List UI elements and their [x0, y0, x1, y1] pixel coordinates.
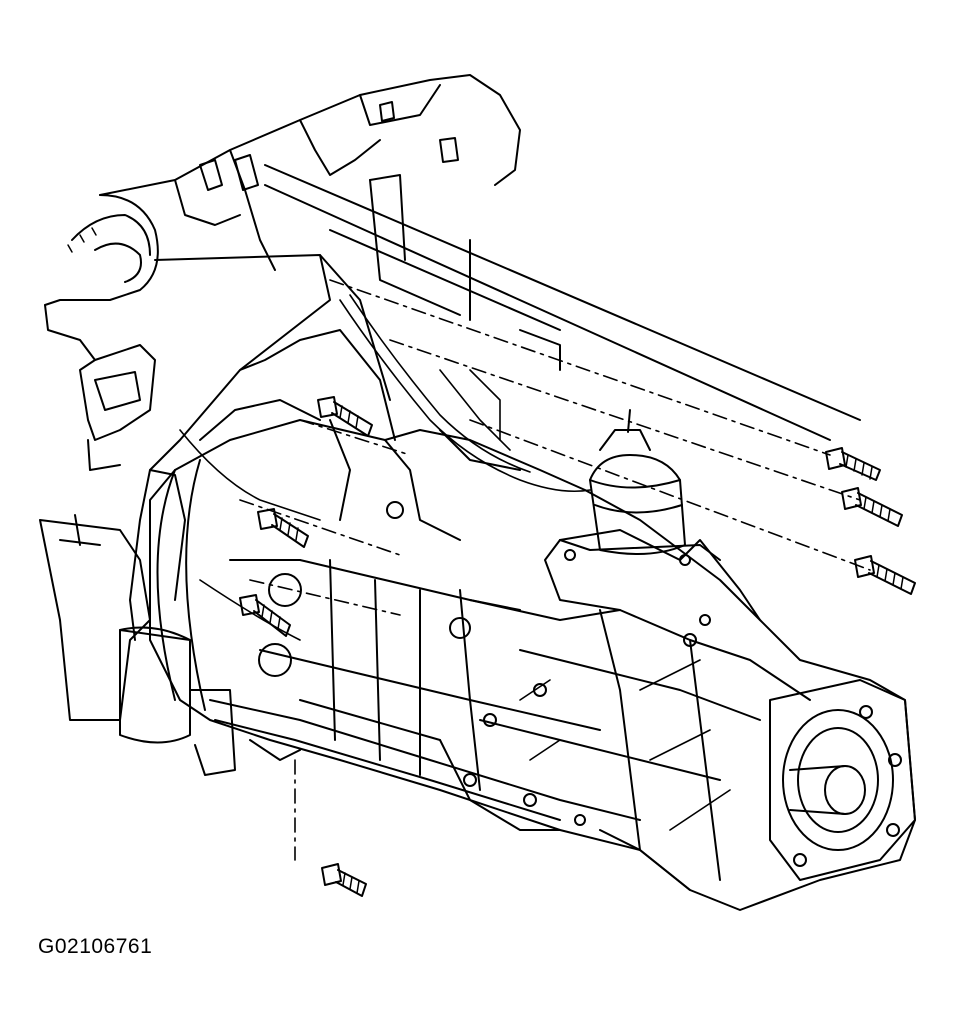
frame-rail — [264, 164, 861, 441]
bolt-middle-right — [841, 487, 903, 527]
bellhouse — [39, 254, 396, 776]
bolt-upper-right — [825, 447, 881, 481]
bolt-bellhouse-middle — [257, 508, 309, 548]
bolt-bellhouse-upper — [317, 396, 373, 437]
bolt-bottom — [321, 863, 367, 897]
wiring-harness — [179, 294, 591, 641]
transmission-case — [149, 419, 916, 911]
lower-crossmember — [209, 699, 691, 891]
bolt-alignment-lines — [239, 279, 871, 861]
bolt-bellhouse-lower — [239, 594, 291, 637]
figure-id-label: G02106761 — [38, 935, 153, 958]
engine-block — [44, 74, 521, 471]
shifter-tower — [544, 409, 721, 611]
output-flange — [769, 679, 916, 881]
bolt-lower-right — [854, 555, 916, 595]
